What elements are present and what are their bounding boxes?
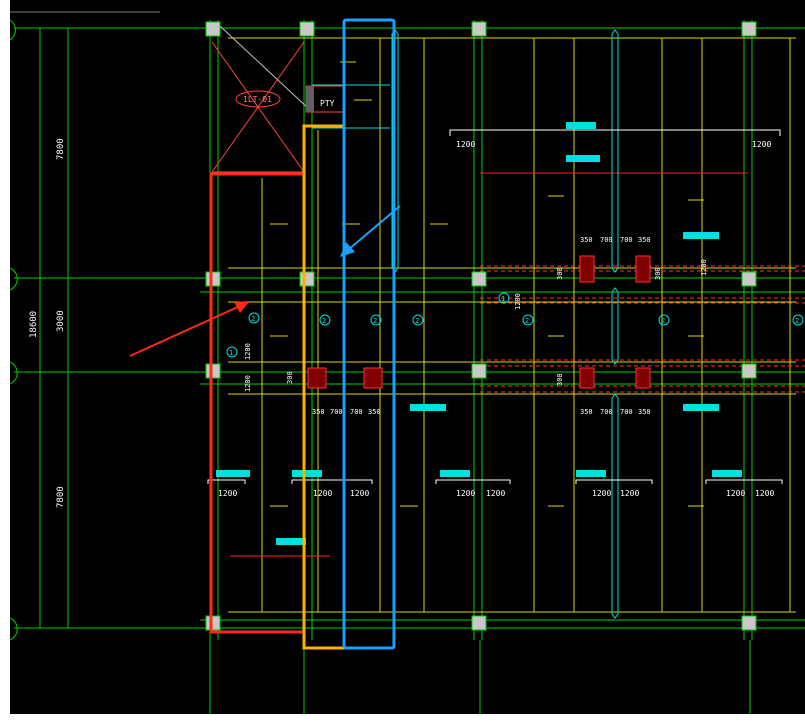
opening-dim: 350: [580, 408, 593, 416]
rebar-span-labels: 1200 1200 1200 1200 1200 1200 1200 1200 …: [218, 140, 774, 498]
bay-mark: 2: [322, 317, 326, 325]
span-label: 1200: [755, 489, 774, 498]
span-label: 1200: [456, 140, 475, 149]
beam-lines: [228, 37, 796, 613]
span-label: 1200: [726, 489, 745, 498]
bay-mark: 2: [525, 317, 529, 325]
span-label: 1200: [218, 489, 237, 498]
opening-dim: 350: [638, 408, 651, 416]
bay-mark: 1: [501, 295, 505, 303]
opening-dim: 350: [312, 408, 325, 416]
opening-dim: 700: [620, 236, 633, 244]
dim-left-mid: 3000: [56, 310, 66, 332]
span-label: 1200: [592, 489, 611, 498]
bay-marker-circles: [226, 292, 804, 358]
stair-tag: 1LT-01: [243, 95, 272, 104]
span-label: 1200: [620, 489, 639, 498]
row-dim: 300: [654, 267, 662, 280]
span-label: 1200: [456, 489, 475, 498]
bay-mark: 2: [373, 317, 377, 325]
opening-dim: 350: [580, 236, 593, 244]
stair-tag-ellipse: [235, 90, 281, 108]
blue-arrow: [340, 205, 401, 257]
stair-diagonal-white: [219, 25, 311, 111]
span-label: 1200: [350, 489, 369, 498]
bay-mark: 2: [415, 317, 419, 325]
highlight-blue-box: [342, 18, 396, 650]
pt-tag: PTY: [320, 99, 335, 108]
bay-mark: 2: [795, 317, 799, 325]
opening-dim: 700: [330, 408, 343, 416]
side-dim: 1200: [244, 343, 252, 360]
opening-dims-top: 350 700 700 350: [580, 236, 651, 244]
bay-mark: 2: [661, 317, 665, 325]
opening-dims-bottom: 350 700 700 350 350 700 700 350: [312, 408, 651, 416]
opening-dim: 700: [600, 408, 613, 416]
bay-mark: 1: [229, 349, 233, 357]
rebar-span-brackets: [207, 129, 783, 484]
span-label: 1200: [752, 140, 771, 149]
span-label: 1200: [486, 489, 505, 498]
opening-dim: 700: [350, 408, 363, 416]
opening-dim: 700: [620, 408, 633, 416]
bay-marker-labels: 2 2 2 2 1 2 2 2 1: [229, 295, 799, 357]
opening-dim: 700: [600, 236, 613, 244]
bay-mark: 2: [251, 315, 255, 323]
opening-dim: 350: [368, 408, 381, 416]
red-arrow: [129, 301, 250, 357]
opening-boxes: [307, 255, 651, 389]
span-label: 1200: [313, 489, 332, 498]
left-dimension-lines: [9, 19, 200, 641]
dim-left-total: 18600: [29, 311, 39, 338]
canvas-border-white: [0, 714, 805, 726]
dim-left-top: 7800: [56, 138, 66, 160]
side-dim: 1200: [514, 293, 522, 310]
side-dim: 1200: [244, 375, 252, 392]
row-dim: 300: [556, 267, 564, 280]
canvas-border-left-white: [0, 0, 10, 726]
slab-arrows: [270, 61, 704, 507]
pt-hatch: [306, 86, 314, 112]
opening-dim: 350: [638, 236, 651, 244]
side-dim: 1200: [700, 259, 708, 276]
row-dim: 300: [286, 371, 294, 384]
rebar-tags-cyan: [216, 122, 742, 545]
dim-left-bottom: 7800: [56, 486, 66, 508]
row-dim: 300: [556, 373, 564, 386]
